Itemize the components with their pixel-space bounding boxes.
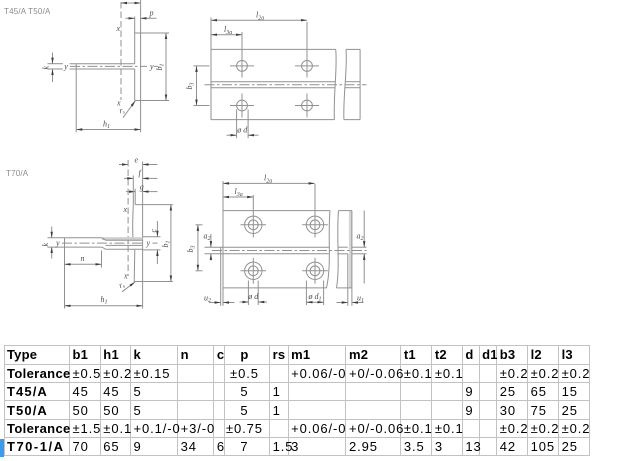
svg-text:rs: rs	[119, 105, 126, 116]
svg-text:y: y	[55, 239, 60, 248]
svg-text:g: g	[140, 182, 144, 191]
svg-text:T70/A: T70/A	[6, 169, 29, 178]
svg-text:x: x	[123, 272, 128, 281]
svg-text:u1: u1	[357, 294, 364, 305]
svg-text:y: y	[146, 239, 151, 248]
svg-text:T45/A T50/A: T45/A T50/A	[4, 7, 51, 16]
svg-text:k: k	[42, 66, 51, 70]
svg-text:l2a: l2a	[256, 11, 264, 22]
svg-text:x: x	[116, 99, 121, 108]
svg-text:b1: b1	[155, 64, 166, 71]
svg-text:a2: a2	[357, 232, 364, 243]
svg-text:e: e	[135, 156, 139, 165]
svg-text:l3a: l3a	[224, 25, 232, 36]
svg-text:l2a: l2a	[264, 174, 272, 185]
svg-text:ø d1: ø d1	[308, 292, 322, 303]
svg-text:c: c	[149, 229, 158, 233]
svg-text:rs: rs	[117, 280, 126, 291]
svg-text:k: k	[41, 243, 50, 247]
svg-text:y: y	[63, 62, 68, 71]
svg-text:h1: h1	[101, 295, 108, 306]
svg-text:a2: a2	[204, 232, 211, 243]
svg-text:x: x	[115, 24, 120, 33]
svg-text:b3: b3	[185, 83, 196, 90]
svg-text:x: x	[122, 205, 127, 214]
svg-text:n: n	[81, 254, 85, 263]
svg-text:y: y	[149, 62, 154, 71]
svg-text:h1: h1	[103, 120, 110, 131]
svg-text:f: f	[139, 169, 143, 178]
svg-text:ø d: ø d	[247, 292, 259, 301]
svg-text:u2: u2	[204, 294, 211, 305]
svg-text:ø d: ø d	[236, 126, 248, 135]
svg-text:b1: b1	[161, 241, 172, 248]
svg-text:b3: b3	[186, 246, 197, 253]
svg-text:l3a: l3a	[235, 187, 243, 198]
svg-text:p: p	[149, 9, 154, 18]
